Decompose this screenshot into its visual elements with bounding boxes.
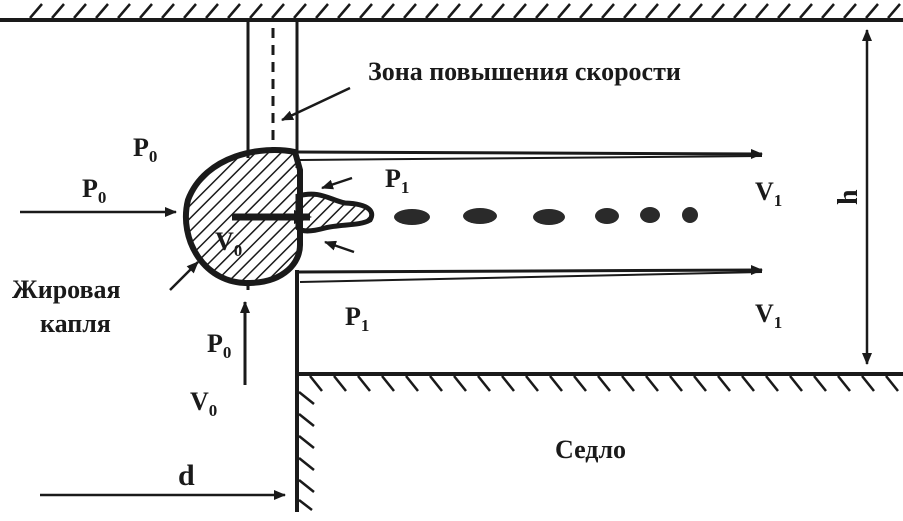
v0-label-drop: V0	[215, 227, 242, 260]
p0-label-top: P0	[133, 133, 157, 166]
labels: Зона повышения скорости P0 P0 P0 V0 V0 P…	[12, 57, 864, 492]
seat-wall	[297, 372, 903, 511]
p1-label-top: P1	[385, 164, 409, 197]
d-label: d	[178, 459, 195, 492]
fat-drop-label-line1: Жировая	[12, 275, 121, 304]
p0-label-bottom: P0	[207, 329, 231, 362]
zone-label: Зона повышения скорости	[368, 57, 681, 86]
fat-drop-label-line2: капля	[40, 309, 111, 338]
v1-label-bottom: V1	[755, 299, 782, 332]
v1-label-top: V1	[755, 177, 782, 210]
p1-label-bottom: P1	[345, 302, 369, 335]
top-wall	[0, 3, 903, 22]
dispersed-droplets	[394, 207, 698, 225]
v0-label-bottom: V0	[190, 387, 217, 420]
seat-label: Седло	[555, 435, 626, 464]
h-label: h	[833, 189, 864, 205]
flow-arrows	[20, 29, 872, 500]
p0-label-left: P0	[82, 174, 106, 207]
